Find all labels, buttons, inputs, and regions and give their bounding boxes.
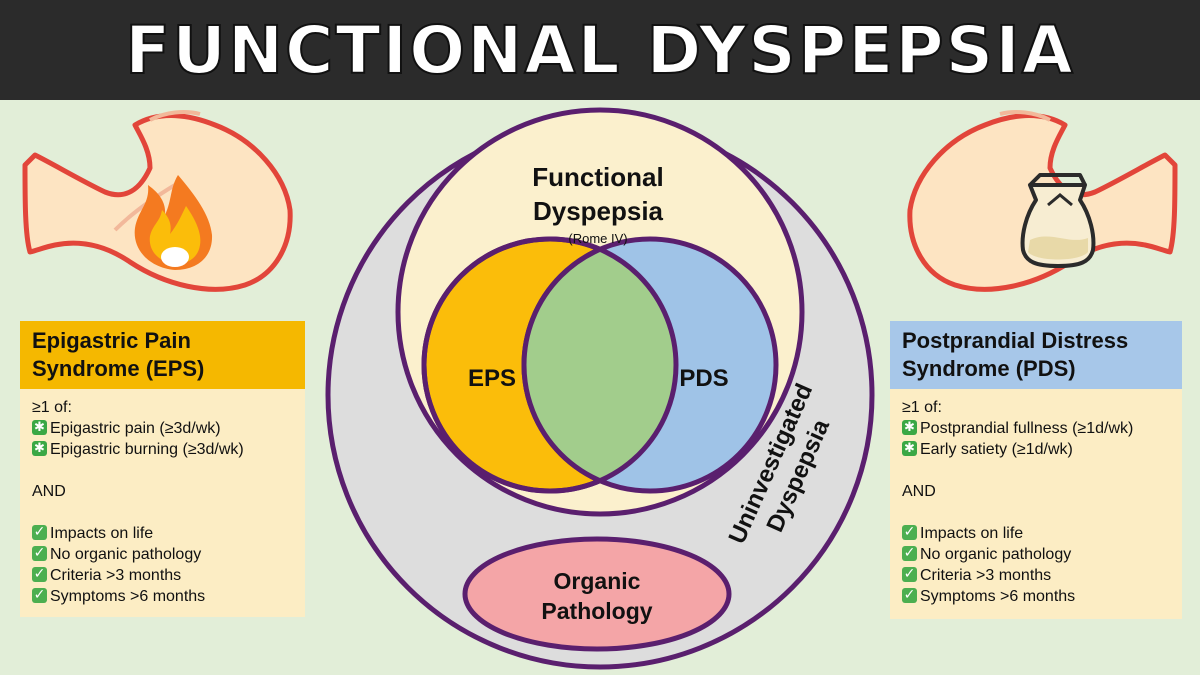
- organic-label-line1: Organic: [554, 568, 641, 594]
- functional-subtitle: (Rome IV): [568, 231, 627, 246]
- list-item: Epigastric burning (≥3d/wk): [32, 438, 293, 460]
- pds-and: AND: [902, 483, 936, 500]
- eps-box-title-line1: Epigastric Pain: [32, 328, 191, 353]
- list-item: Early satiety (≥1d/wk): [902, 438, 1170, 460]
- star-icon: [32, 417, 47, 438]
- stomach-flame-icon: [22, 110, 293, 292]
- check-icon: [902, 522, 917, 543]
- organic-label-line2: Pathology: [541, 598, 652, 624]
- check-icon: [902, 543, 917, 564]
- list-item: Criteria >3 months: [32, 564, 293, 586]
- eps-box-body: ≥1 of: Epigastric pain (≥3d/wk) Epigastr…: [20, 389, 305, 617]
- pds-intro: ≥1 of:: [902, 399, 942, 416]
- eps-and: AND: [32, 483, 66, 500]
- list-item: Impacts on life: [902, 522, 1170, 544]
- functional-title-line2: Dyspepsia: [533, 196, 664, 226]
- eps-label: EPS: [468, 365, 516, 392]
- eps-box-header: Epigastric Pain Syndrome (EPS): [20, 321, 305, 389]
- list-item: Criteria >3 months: [902, 564, 1170, 586]
- pds-box-body: ≥1 of: Postprandial fullness (≥1d/wk) Ea…: [890, 389, 1182, 619]
- pds-box-title-line1: Postprandial Distress: [902, 328, 1129, 353]
- check-icon: [902, 564, 917, 585]
- check-icon: [32, 543, 47, 564]
- organic-pathology-ellipse: [462, 536, 732, 652]
- eps-intro: ≥1 of:: [32, 399, 72, 416]
- functional-title-line1: Functional: [532, 162, 663, 192]
- list-item: Symptoms >6 months: [902, 585, 1170, 607]
- pds-box-title-line2: Syndrome (PDS): [902, 356, 1076, 381]
- check-icon: [32, 585, 47, 606]
- star-icon: [32, 438, 47, 459]
- star-icon: [902, 438, 917, 459]
- pds-box-header: Postprandial Distress Syndrome (PDS): [890, 321, 1182, 389]
- venn-overlap: [524, 239, 676, 491]
- check-icon: [32, 564, 47, 585]
- page-title: Functional Dyspepsia: [124, 11, 1075, 90]
- list-item: Postprandial fullness (≥1d/wk): [902, 417, 1170, 439]
- pds-label: PDS: [679, 365, 728, 392]
- list-item: No organic pathology: [902, 543, 1170, 565]
- star-icon: [902, 417, 917, 438]
- stomach-food-icon: [907, 110, 1178, 292]
- check-icon: [902, 585, 917, 606]
- list-item: No organic pathology: [32, 543, 293, 565]
- eps-box-title-line2: Syndrome (EPS): [32, 356, 205, 381]
- list-item: Symptoms >6 months: [32, 585, 293, 607]
- check-icon: [32, 522, 47, 543]
- list-item: Impacts on life: [32, 522, 293, 544]
- list-item: Epigastric pain (≥3d/wk): [32, 417, 293, 439]
- header-bar: [0, 0, 1200, 100]
